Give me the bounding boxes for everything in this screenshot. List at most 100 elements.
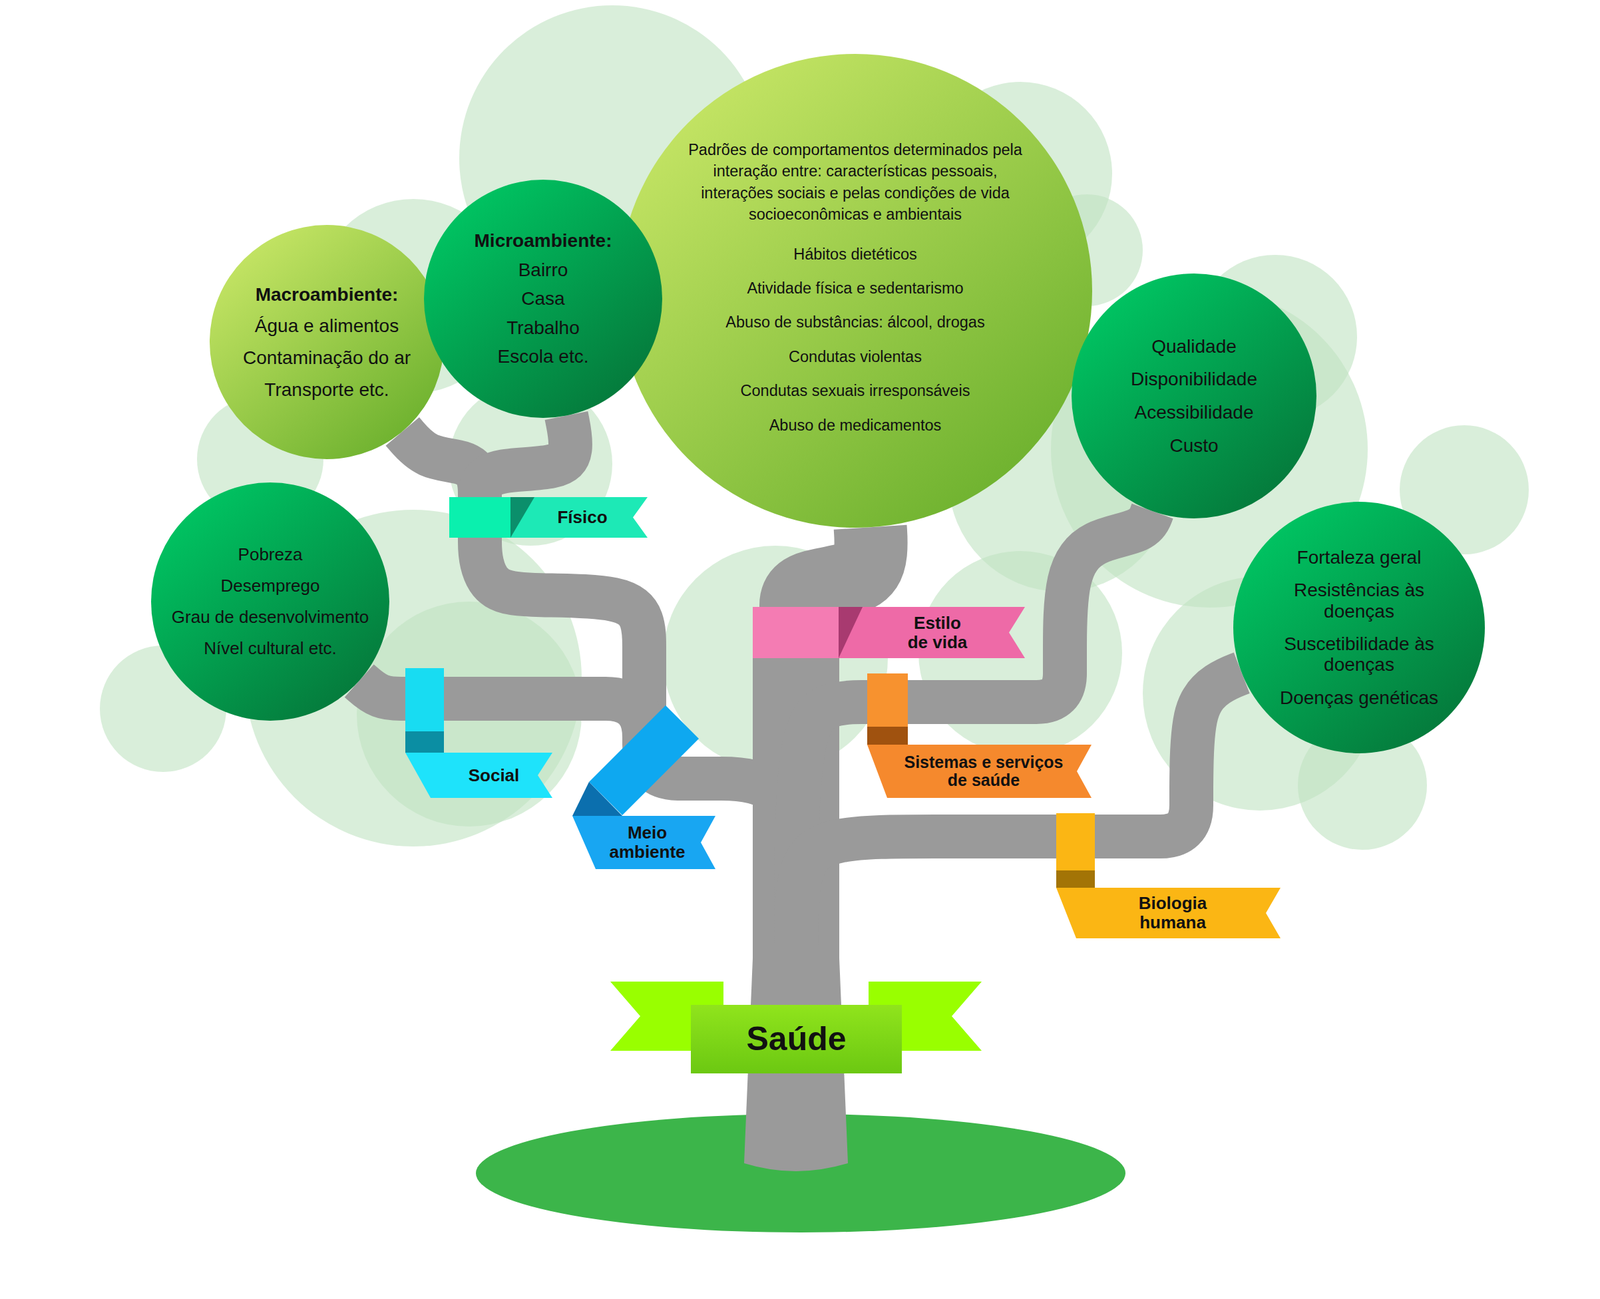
factor-circle: Macroambiente: Água e alimentosContaminaç…	[209, 224, 444, 460]
circle-item: Custo	[1169, 434, 1218, 458]
circle-text-block: Macroambiente: Água e alimentosContaminaç…	[209, 224, 444, 460]
ribbon-label: Sistemas e serviços de saúde	[899, 753, 1069, 791]
circle-shape	[1071, 273, 1317, 519]
ribbon-label-box: Estilo de vida	[862, 606, 1013, 659]
circle-item: Suscetibilidade às doenças	[1262, 633, 1456, 676]
ribbon-label: Biologia humana	[1129, 893, 1216, 932]
circle-item: Bairro	[518, 258, 569, 282]
circle-shape	[209, 224, 444, 460]
branch-band	[867, 673, 908, 745]
factor-circle: PobrezaDesempregoGrau de desenvolvimento…	[151, 482, 390, 721]
circle-fill	[151, 482, 390, 721]
ribbon-fold	[1056, 870, 1095, 888]
ribbon-band	[405, 752, 553, 799]
factor-ribbon: Biologia humana	[1056, 792, 1281, 939]
circle-item: Qualidade	[1151, 335, 1237, 359]
ribbon-label-box: Biologia humana	[1076, 887, 1270, 939]
circle-item: Desemprego	[220, 575, 321, 597]
circle-shape	[1233, 501, 1485, 754]
ribbon-shape	[449, 497, 648, 538]
tree-branch	[552, 676, 560, 721]
ribbon-label-box: Físico	[525, 497, 639, 538]
ribbon-fold	[572, 782, 623, 816]
circle-item: Trabalho	[506, 316, 580, 340]
ribbon-label: Meio ambiente	[604, 823, 691, 862]
circle-fill	[423, 179, 663, 418]
branch-band	[449, 497, 511, 538]
circle-item: Padrões de comportamentos determinados p…	[675, 139, 1035, 226]
tree-branch	[479, 537, 645, 666]
circle-fill	[1071, 273, 1317, 519]
tree-branch	[1191, 672, 1242, 793]
ribbon-label: Social	[468, 766, 520, 786]
circle-item: Abuso de substâncias: álcool, drogas	[725, 312, 985, 333]
ribbon-band	[838, 606, 1025, 659]
tree-branch	[1064, 511, 1153, 674]
factor-circle: Fortaleza geralResistências às doençasSu…	[1233, 501, 1485, 754]
circle-item: Resistências às doenças	[1262, 579, 1456, 622]
ribbon-fold	[405, 731, 444, 753]
circle-item: Contaminação do ar	[242, 346, 411, 370]
circle-fill	[618, 53, 1093, 528]
ribbon-fold	[867, 726, 908, 745]
circle-item: Condutas violentas	[788, 347, 922, 367]
circle-text-block: QualidadeDisponibilidadeAcessibilidadeCu…	[1071, 273, 1317, 519]
ribbon-shape	[752, 606, 1025, 659]
circle-heading: Microambiente:	[474, 229, 613, 253]
circle-item: Transporte etc.	[264, 378, 389, 402]
factor-ribbon: Estilo de vida	[752, 606, 1025, 659]
ribbon-fold	[838, 606, 863, 659]
ribbon-label: Saúde	[746, 1020, 846, 1058]
ribbon-label-box: Meio ambiente	[592, 815, 703, 870]
factor-ribbon: Meio ambiente	[559, 665, 716, 870]
tree-branch	[796, 527, 872, 607]
ribbon-band	[510, 497, 648, 538]
circle-item: Escola etc.	[497, 345, 590, 369]
ribbon-label: Físico	[557, 507, 607, 528]
branch-band	[1056, 813, 1095, 888]
banner-front	[690, 1004, 902, 1074]
circle-item: Hábitos dietéticos	[793, 244, 918, 265]
circle-fill	[209, 224, 444, 460]
tree-branch	[479, 415, 571, 498]
branch-band	[405, 668, 444, 753]
tree-branch	[359, 680, 406, 699]
circle-item: Água e alimentos	[254, 314, 399, 338]
circle-heading: Macroambiente:	[255, 283, 399, 307]
ribbon-band	[572, 815, 716, 870]
factor-circle: QualidadeDisponibilidadeAcessibilidadeCu…	[1071, 273, 1317, 519]
circle-text-block: Microambiente: BairroCasaTrabalhoEscola e…	[423, 179, 663, 418]
circle-item: Condutas sexuais irresponsáveis	[740, 381, 971, 401]
factor-circle: Microambiente: BairroCasaTrabalhoEscola e…	[423, 179, 663, 418]
circle-item: Atividade física e sedentarismo	[746, 278, 964, 299]
factor-ribbon: Social	[405, 668, 553, 799]
branch-band	[752, 606, 839, 659]
circle-text-block: Padrões de comportamentos determinados p…	[618, 53, 1093, 528]
factor-ribbon: Saúde	[610, 981, 982, 1074]
circle-item: Pobreza	[238, 544, 303, 566]
circle-item: Casa	[521, 287, 565, 311]
circle-text-block: PobrezaDesempregoGrau de desenvolvimento…	[151, 482, 390, 721]
tree-branch	[796, 836, 1057, 982]
circle-item: Disponibilidade	[1130, 368, 1258, 391]
factor-ribbon: Físico	[449, 497, 648, 538]
circle-item: Doenças genéticas	[1279, 687, 1439, 709]
circle-shape	[151, 482, 390, 721]
ribbon-label: Estilo de vida	[904, 613, 972, 652]
ribbon-band	[867, 744, 1092, 799]
factor-circle: Padrões de comportamentos determinados p…	[618, 53, 1093, 528]
ribbon-label-box: Saúde	[690, 1004, 902, 1074]
ribbon-label-box: Social	[443, 752, 544, 799]
foliage-circle	[356, 601, 582, 827]
circle-item: Nível cultural etc.	[203, 638, 337, 659]
ribbon-fold	[510, 497, 535, 538]
factor-ribbon: Sistemas e serviços de saúde	[867, 673, 1092, 799]
branch-segment	[559, 698, 645, 738]
circle-fill	[1233, 501, 1485, 754]
ribbon-band	[1056, 887, 1281, 939]
circle-item: Fortaleza geral	[1297, 547, 1422, 568]
ribbon-label-box: Sistemas e serviços de saúde	[887, 744, 1081, 799]
circle-item: Acessibilidade	[1134, 401, 1254, 424]
circle-item: Grau de desenvolvimento	[171, 606, 369, 628]
